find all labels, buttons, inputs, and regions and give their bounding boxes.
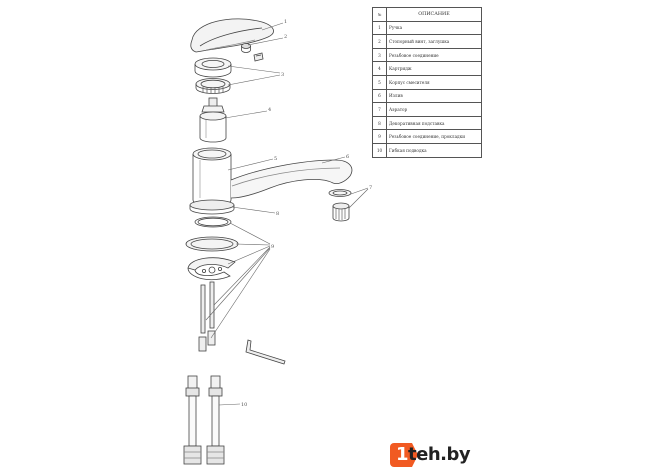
- logo-mark-digit: 1: [396, 444, 409, 465]
- callout-8: 8: [276, 211, 279, 217]
- part-studs: [198, 281, 216, 352]
- row-number: 4: [372, 61, 387, 76]
- hex-key: [245, 339, 286, 365]
- row-description: Излив: [386, 88, 482, 104]
- col-header-description: ОПИСАНИЕ: [386, 7, 482, 22]
- callout-10: 10: [241, 402, 247, 408]
- row-description: Резьбовое соединение: [386, 47, 482, 63]
- row-number: 10: [372, 142, 387, 158]
- row-number: 2: [372, 34, 387, 49]
- col-header-no: №: [372, 7, 387, 22]
- part-mixer-body: [192, 147, 232, 207]
- row-number: 9: [372, 129, 387, 144]
- row-description: Корпус смесителя: [386, 74, 482, 90]
- part-decorative-base: [189, 199, 235, 215]
- row-number: 8: [372, 115, 387, 131]
- part-set-screw: [241, 43, 264, 62]
- logo-wordmark: teh.by: [408, 444, 471, 465]
- row-description: Ручка: [386, 20, 482, 36]
- logo-text: 1teh.by: [396, 444, 471, 465]
- callout-1: 1: [284, 19, 287, 25]
- part-spout: [230, 159, 353, 199]
- part-gaskets: [185, 216, 239, 281]
- row-description: Гибкая подводка: [386, 142, 482, 158]
- callout-6: 6: [346, 154, 349, 160]
- callout-7: 7: [369, 185, 372, 191]
- teh-by-logo[interactable]: 1teh.by: [390, 443, 486, 467]
- row-number: 7: [372, 102, 387, 117]
- part-handle: [190, 18, 274, 53]
- callout-9: 9: [271, 244, 274, 250]
- part-aerator: [328, 189, 352, 222]
- callout-3: 3: [281, 72, 284, 78]
- part-threaded-nut: [194, 57, 232, 94]
- row-description: Аэратор: [386, 102, 482, 117]
- callout-2: 2: [284, 34, 287, 40]
- row-number: 3: [372, 47, 387, 63]
- row-description: Резьбовое соединение, прокладки: [386, 129, 482, 144]
- callout-labels: 1 2 3 4 5 6 7 8 9 10: [241, 19, 372, 408]
- row-description: Стопорный винт, заглушка: [386, 34, 482, 49]
- row-description: Картридж: [386, 61, 482, 76]
- row-number: 5: [372, 74, 387, 90]
- parts-table-header: № ОПИСАНИЕ: [372, 7, 482, 22]
- part-cartridge: [199, 97, 227, 143]
- callout-5: 5: [274, 156, 277, 162]
- leader-lines: [205, 22, 369, 406]
- part-flexible-hoses: [183, 375, 225, 465]
- row-number: 1: [372, 20, 387, 36]
- row-number: 6: [372, 88, 387, 104]
- row-description: Декоративная подставка: [386, 115, 482, 131]
- logo-mark-icon: [390, 443, 418, 467]
- callout-4: 4: [268, 107, 271, 113]
